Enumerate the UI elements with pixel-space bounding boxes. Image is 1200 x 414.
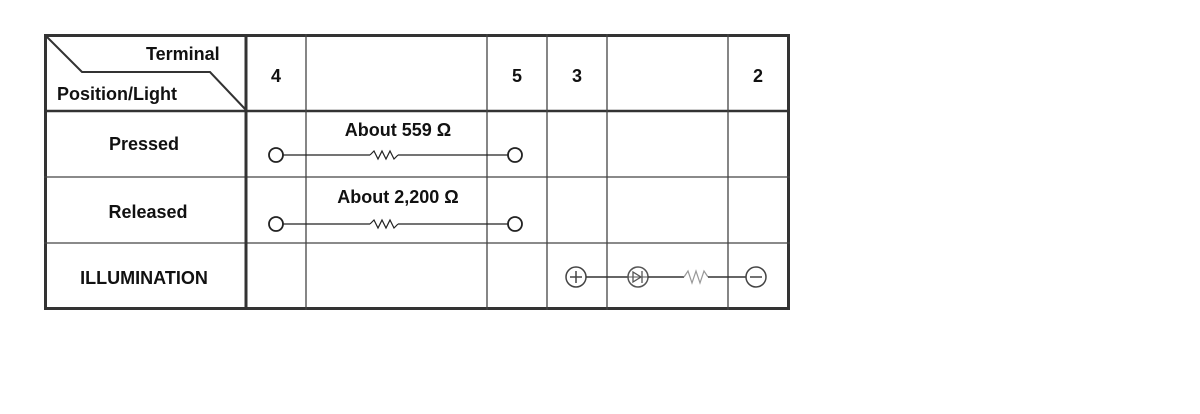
row-label-released: Released: [108, 202, 188, 222]
row-label-illumination: ILLUMINATION: [80, 268, 208, 288]
pressed-connection: [268, 147, 523, 163]
terminal-4-circle-icon: [268, 216, 284, 232]
row-label-pressed: Pressed: [108, 134, 180, 154]
corner-terminal-label: Terminal: [146, 44, 220, 64]
terminal-5-circle-icon: [507, 216, 523, 232]
corner-diagonal: [46, 36, 247, 111]
terminal-5-header: 5: [511, 66, 523, 86]
terminal-5-circle-icon: [507, 147, 523, 163]
released-connection: [268, 216, 523, 232]
terminal-3-header: 3: [571, 66, 583, 86]
terminal-2-header: 2: [752, 66, 764, 86]
corner-position-light-label: Position/Light: [57, 84, 177, 104]
terminal-table: Terminal Position/Light 4 5 3 2 Pressed …: [44, 34, 790, 310]
terminal-4-circle-icon: [268, 147, 284, 163]
table-border: [44, 34, 790, 310]
released-resistance-value: About 2,200 Ω: [337, 187, 459, 207]
illumination-circuit: [565, 266, 767, 288]
table-grid: [44, 34, 790, 310]
resistor-icon: [369, 218, 399, 230]
pressed-resistance-value: About 559 Ω: [344, 120, 452, 140]
resistor-icon: [683, 269, 709, 285]
resistor-icon: [369, 149, 399, 161]
terminal-4-header: 4: [270, 66, 282, 86]
